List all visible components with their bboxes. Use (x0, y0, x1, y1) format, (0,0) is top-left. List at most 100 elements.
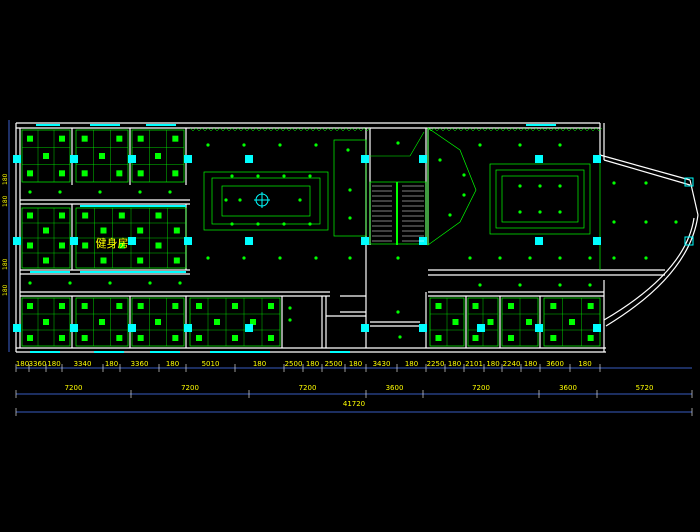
point-light (148, 281, 152, 285)
column (13, 237, 21, 245)
column (70, 324, 78, 332)
point-light (558, 210, 562, 214)
dimension-label: 2500 (285, 360, 303, 368)
light-fixture (43, 153, 49, 159)
light-fixture (472, 335, 479, 341)
light-fixture (59, 242, 65, 249)
lobby-center-symbol (254, 192, 270, 208)
dimension-label: 3340 (74, 360, 92, 368)
point-light (612, 256, 616, 260)
dimension-label: 180 (16, 360, 29, 368)
column-marker (684, 236, 694, 246)
column (593, 324, 601, 332)
light-fixture (173, 227, 180, 234)
column (361, 237, 369, 245)
light-fixture (59, 212, 65, 219)
column (13, 324, 21, 332)
point-light (644, 256, 648, 260)
light-fixture (137, 227, 144, 234)
light-fixture (137, 135, 144, 142)
point-light (138, 190, 142, 194)
dimension-label: 180 (253, 360, 266, 368)
side-dimension-label: 180 (2, 258, 9, 270)
side-dimension-label: 180 (2, 173, 9, 185)
light-fixture (268, 335, 274, 341)
point-light (278, 256, 282, 260)
point-light (558, 256, 562, 260)
light-fixture (155, 319, 161, 325)
column (70, 155, 78, 163)
point-light (396, 141, 400, 145)
light-fixture (137, 257, 144, 264)
light-fixture (116, 135, 123, 142)
dimension-label: 2240 (503, 360, 521, 368)
point-light (256, 174, 260, 178)
light-fixture (196, 335, 202, 341)
point-light (108, 281, 112, 285)
dimension-label: 3600 (546, 360, 564, 368)
column (184, 155, 192, 163)
dimension-label: 180 (524, 360, 537, 368)
column (128, 155, 136, 163)
point-light (612, 220, 616, 224)
top-window-band (30, 124, 556, 353)
light-fixture (59, 335, 65, 341)
point-light (178, 281, 182, 285)
light-fixture (172, 303, 179, 309)
light-fixture (232, 303, 238, 309)
point-light (588, 283, 592, 287)
point-light (28, 190, 32, 194)
dimension-label: 5720 (636, 384, 654, 392)
light-fixture (116, 170, 123, 177)
point-light (242, 256, 246, 260)
light-fixture (232, 335, 238, 341)
light-fixture (27, 135, 33, 142)
light-fixture (268, 303, 274, 309)
point-light (468, 256, 472, 260)
point-light (462, 193, 466, 197)
column (245, 324, 253, 332)
dimension-label: 3600 (559, 384, 577, 392)
point-light (168, 190, 172, 194)
column (535, 237, 543, 245)
point-light (314, 256, 318, 260)
column (361, 155, 369, 163)
point-light (224, 198, 228, 202)
point-light (68, 281, 72, 285)
point-light (298, 198, 302, 202)
dimension-label: 180 (448, 360, 461, 368)
point-light (448, 213, 452, 217)
light-fixture (43, 319, 49, 325)
column (419, 324, 427, 332)
light-fixture (172, 170, 179, 177)
column (419, 155, 427, 163)
point-light (206, 256, 210, 260)
point-light (314, 143, 318, 147)
point-light (348, 216, 352, 220)
light-fixture (155, 212, 162, 219)
stair-line (409, 131, 425, 157)
dimension-label: 7200 (181, 384, 199, 392)
dimension-label: 5010 (202, 360, 220, 368)
point-light (612, 181, 616, 185)
dimension-label: 2500 (325, 360, 343, 368)
dimension-lines (16, 367, 692, 413)
light-fixture (569, 319, 575, 325)
point-light (278, 143, 282, 147)
side-dimension-label: 180 (2, 284, 9, 296)
light-fixture (27, 212, 33, 219)
light-fixture (81, 170, 88, 177)
light-fixture (250, 319, 256, 325)
dimension-label: 2101 (465, 360, 483, 368)
point-light (518, 143, 522, 147)
light-fixture (82, 212, 89, 219)
point-light (230, 222, 234, 226)
point-light (288, 306, 292, 310)
light-fixture (27, 303, 33, 309)
point-light (282, 222, 286, 226)
light-fixture (27, 335, 33, 341)
stairs (370, 131, 425, 245)
